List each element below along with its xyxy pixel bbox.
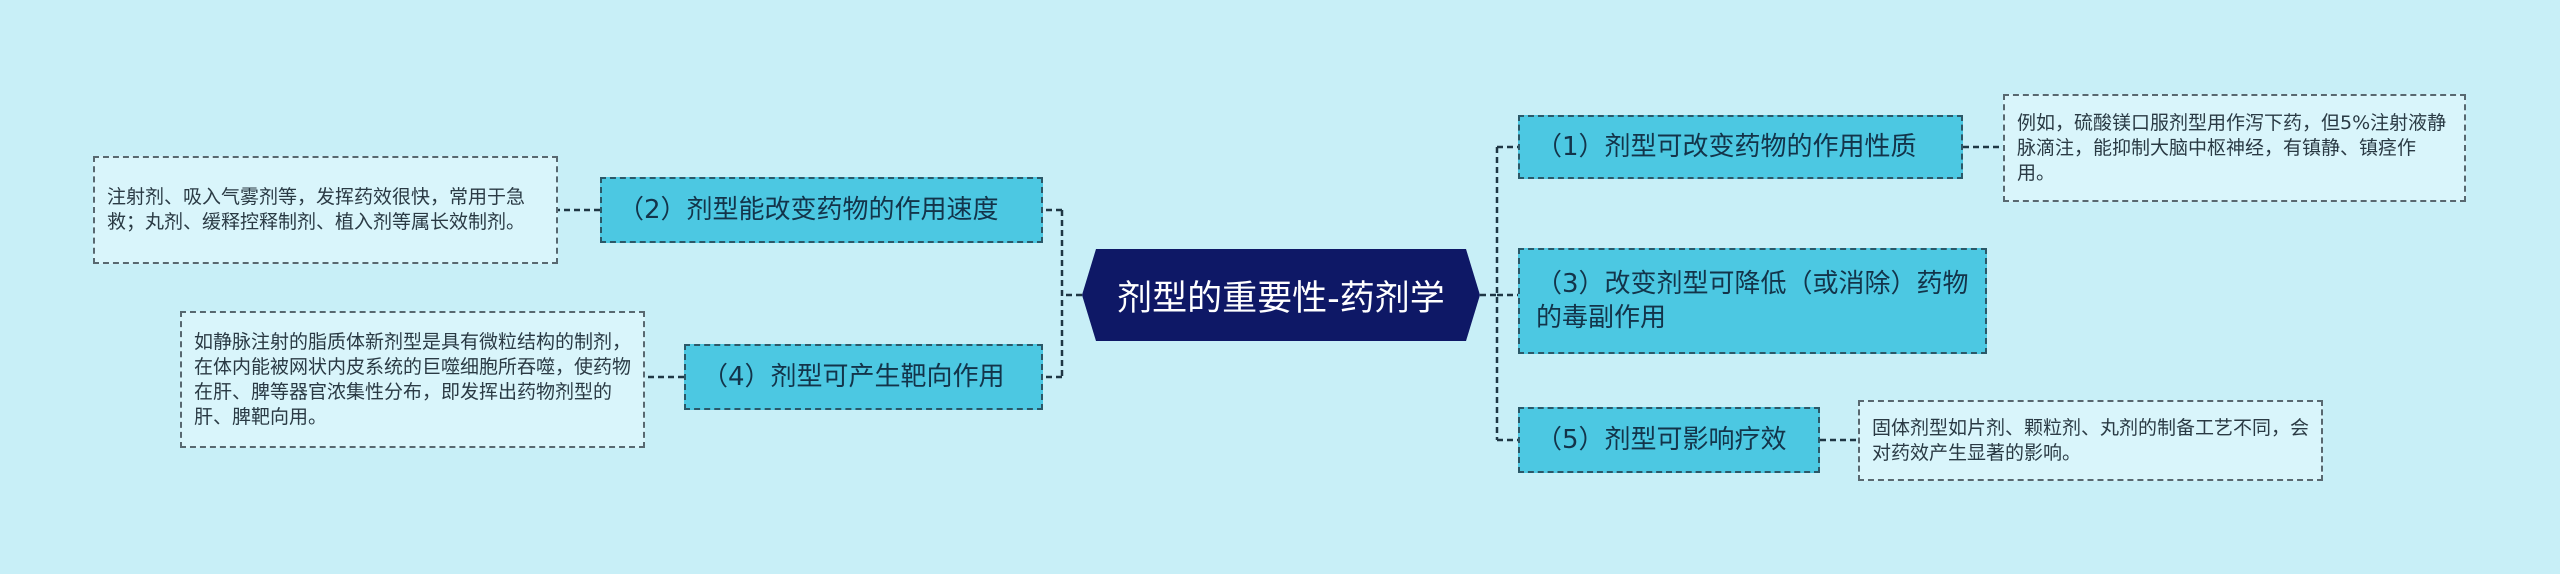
branch-label: （5）剂型可影响疗效 [1536, 425, 1787, 455]
branch-label: （3）改变剂型可降低（或消除）药物的毒副作用 [1536, 269, 1969, 333]
leaf-targeting-detail[interactable]: 如静脉注射的脂质体新剂型是具有微粒结构的制剂，在体内能被网状内皮系统的巨噬细胞所… [180, 311, 645, 448]
branch-effect-property[interactable]: （1）剂型可改变药物的作用性质 [1518, 115, 1963, 179]
leaf-text: 注射剂、吸入气雾剂等，发挥药效很快，常用于急救；丸剂、缓释控释制剂、植入剂等属长… [107, 186, 526, 233]
branch-label: （2）剂型能改变药物的作用速度 [618, 195, 999, 225]
branch-label: （4）剂型可产生靶向作用 [702, 362, 1005, 392]
leaf-text: 例如，硫酸镁口服剂型用作泻下药，但5%注射液静脉滴注，能抑制大脑中枢神经，有镇静… [2017, 111, 2447, 184]
leaf-text: 如静脉注射的脂质体新剂型是具有微粒结构的制剂，在体内能被网状内皮系统的巨噬细胞所… [194, 330, 632, 428]
leaf-affect-efficacy-detail[interactable]: 固体剂型如片剂、颗粒剂、丸剂的制备工艺不同，会对药效产生显著的影响。 [1858, 400, 2323, 481]
branch-effect-speed[interactable]: （2）剂型能改变药物的作用速度 [600, 177, 1043, 243]
central-topic-label: 剂型的重要性-药剂学 [1117, 278, 1445, 319]
central-topic[interactable]: 剂型的重要性-药剂学 [1082, 249, 1480, 341]
branch-targeting[interactable]: （4）剂型可产生靶向作用 [684, 344, 1043, 410]
branch-reduce-toxicity[interactable]: （3）改变剂型可降低（或消除）药物的毒副作用 [1518, 248, 1987, 354]
branch-label: （1）剂型可改变药物的作用性质 [1536, 132, 1917, 162]
leaf-text: 固体剂型如片剂、颗粒剂、丸剂的制备工艺不同，会对药效产生显著的影响。 [1872, 416, 2310, 464]
leaf-effect-property-detail[interactable]: 例如，硫酸镁口服剂型用作泻下药，但5%注射液静脉滴注，能抑制大脑中枢神经，有镇静… [2003, 94, 2466, 202]
branch-affect-efficacy[interactable]: （5）剂型可影响疗效 [1518, 407, 1820, 473]
leaf-effect-speed-detail[interactable]: 注射剂、吸入气雾剂等，发挥药效很快，常用于急救；丸剂、缓释控释制剂、植入剂等属长… [93, 156, 558, 264]
